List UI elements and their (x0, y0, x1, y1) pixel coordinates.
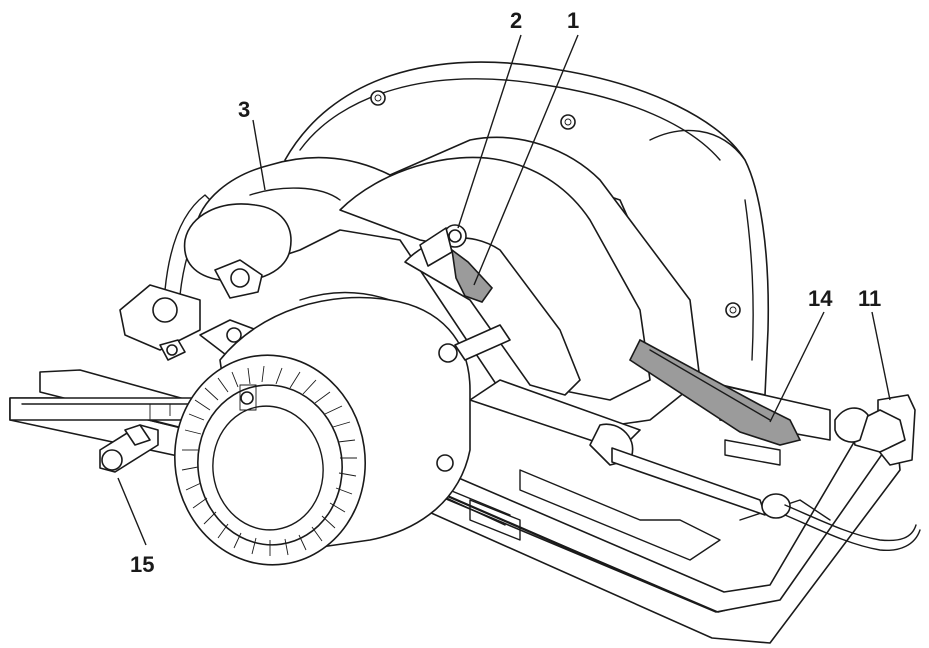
leader-lines (117, 34, 891, 546)
leader-2 (457, 34, 522, 229)
leader-11 (871, 311, 891, 401)
bevel-wing-knob (834, 394, 916, 466)
callout-11: 11 (858, 286, 881, 311)
handle-body (183, 136, 701, 466)
callout-2: 2 (510, 8, 522, 33)
tool-holder (628, 338, 802, 446)
callout-3: 3 (238, 97, 250, 122)
leader-15 (117, 477, 147, 546)
leader-1 (473, 34, 579, 286)
guide-clamp-knob (99, 424, 159, 473)
callout-14: 14 (808, 286, 833, 311)
power-cable (611, 447, 921, 552)
motor-end-cap (173, 354, 367, 566)
callout-1: 1 (567, 8, 579, 33)
front-knob (119, 259, 263, 361)
switch-lever (450, 248, 494, 303)
callout-15: 15 (130, 552, 154, 577)
leader-3 (252, 119, 266, 191)
spindle-lock-button (419, 224, 467, 267)
leader-14 (769, 311, 825, 423)
